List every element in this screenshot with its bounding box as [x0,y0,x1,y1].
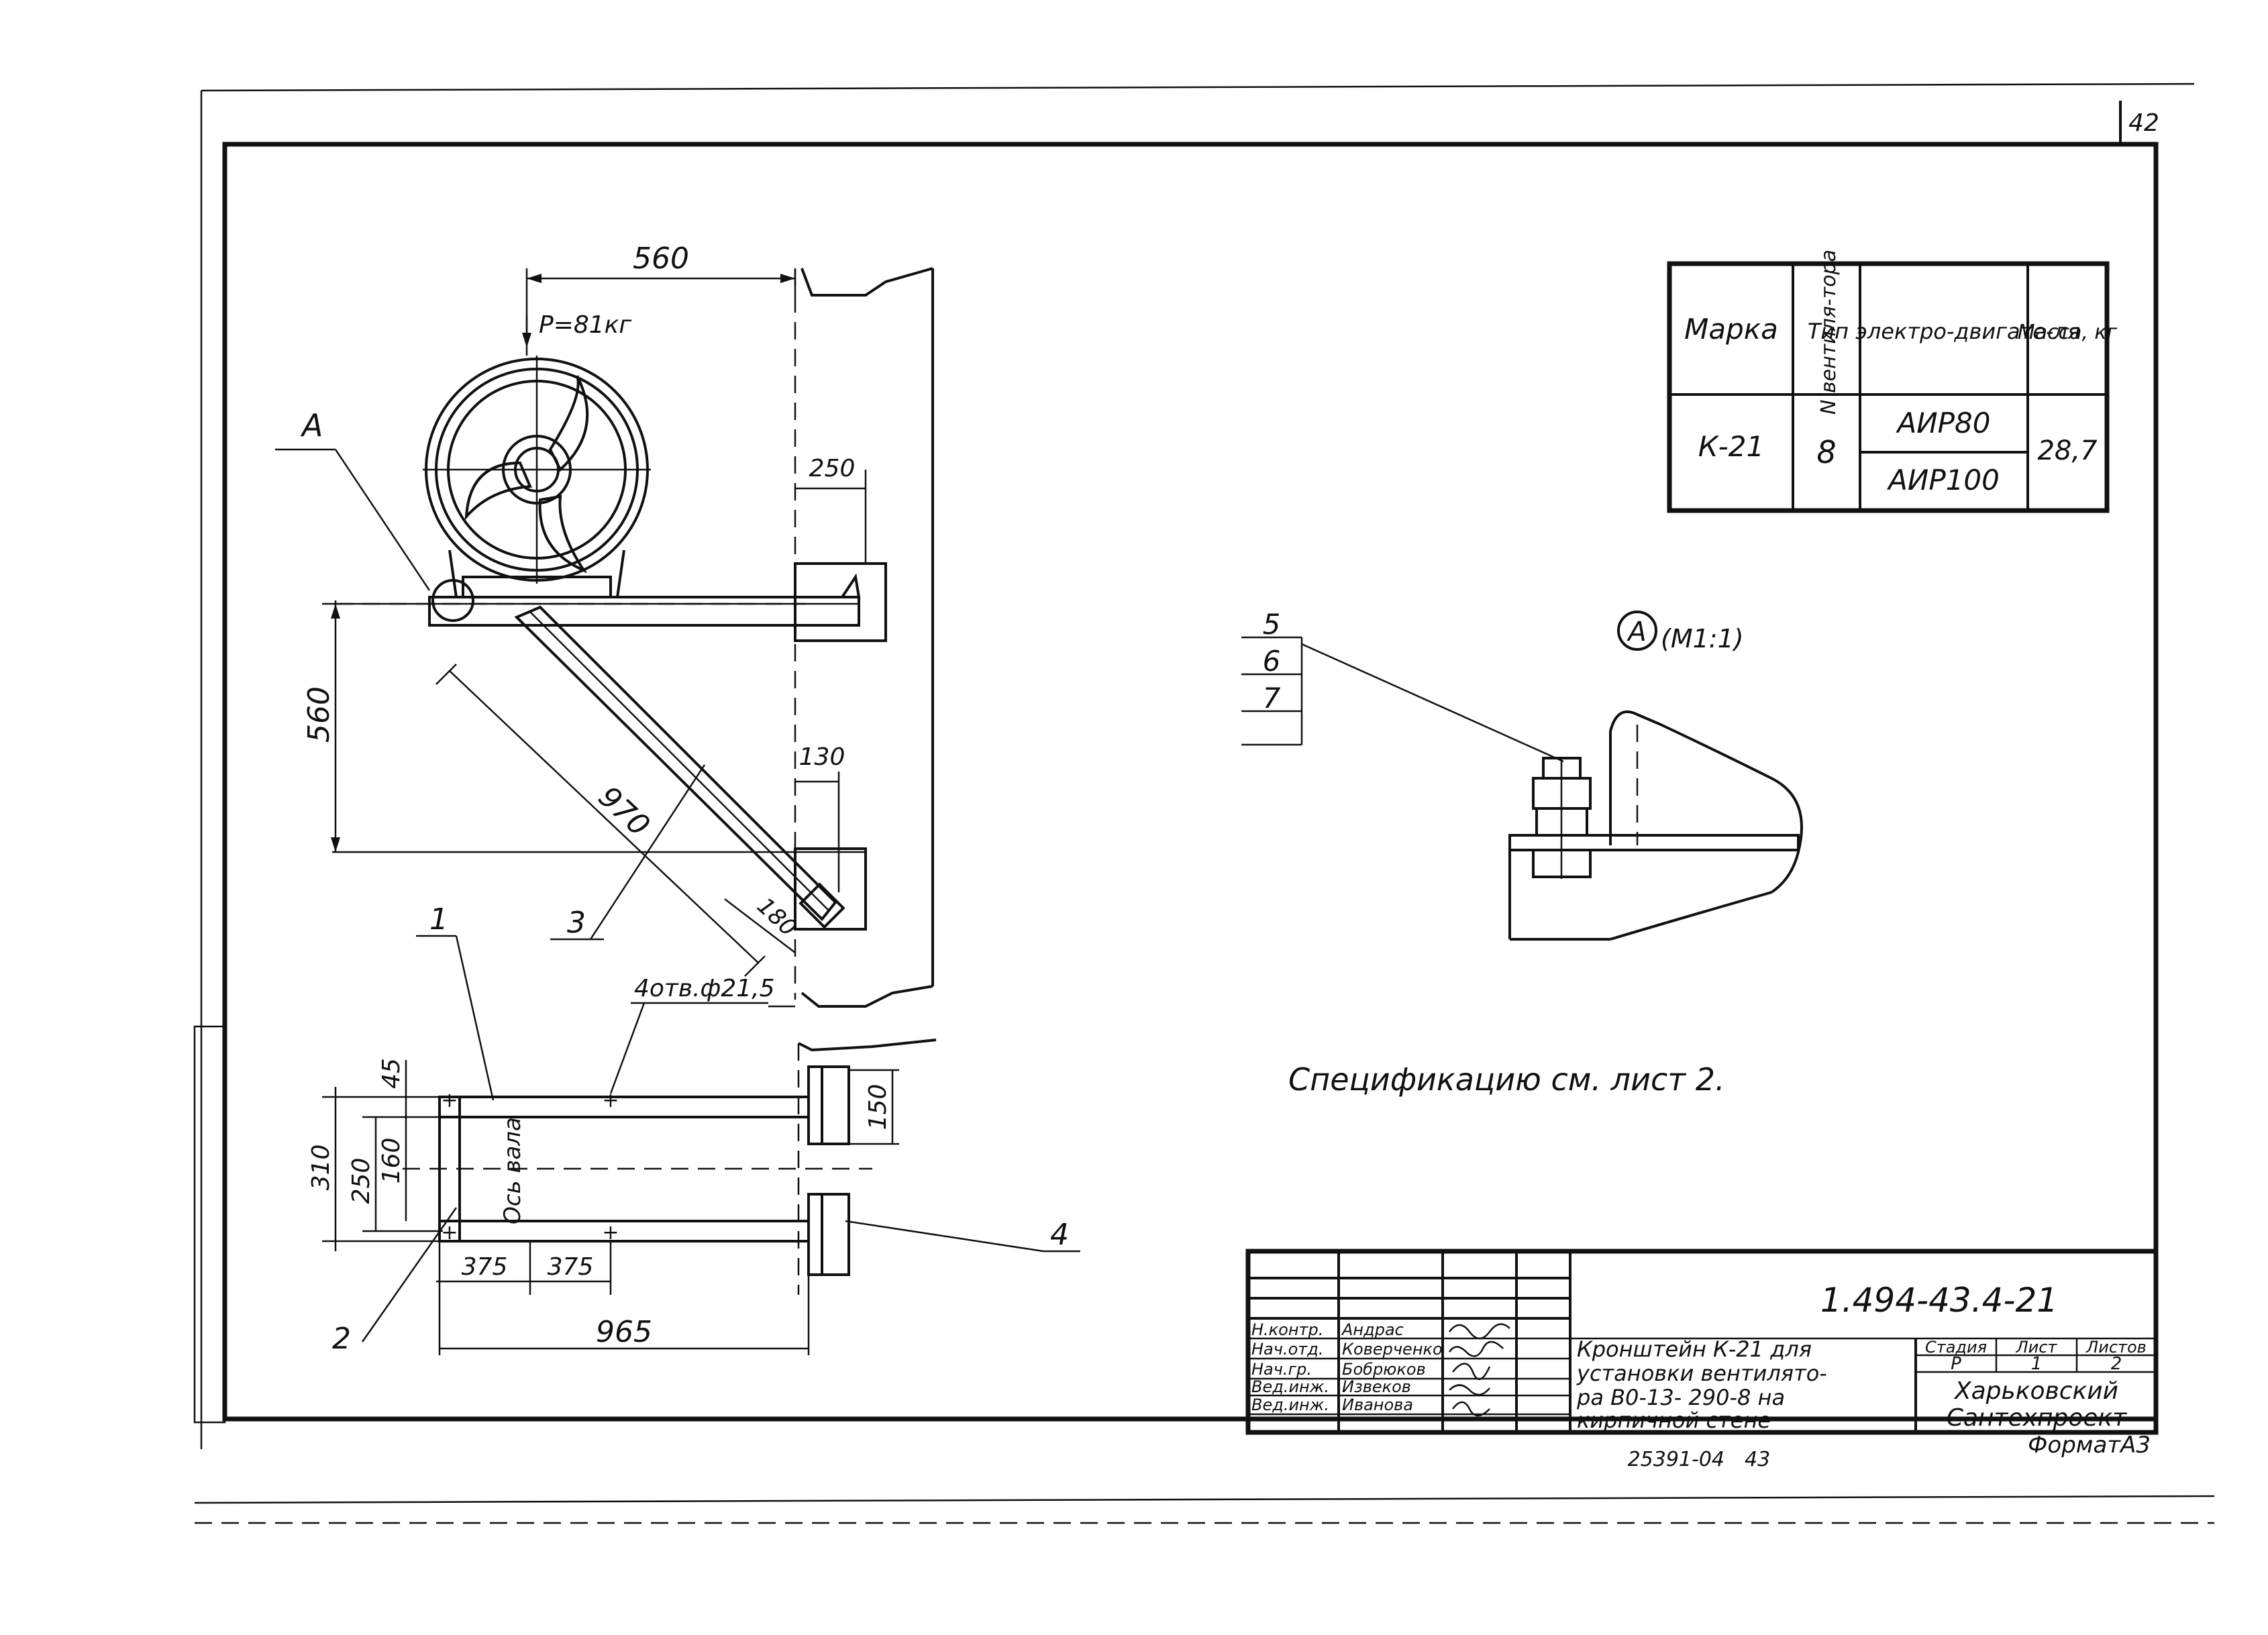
leader-1: 1 [429,902,448,937]
load-label: Р=81кг [539,311,632,339]
sheet-label: Лист [2016,1338,2058,1357]
dim-45: 45 [378,1058,405,1089]
role-4: Вед.инж. [1251,1377,1329,1396]
dim-150: 150 [864,1084,892,1130]
spec-header-fan-no: N вентиля-тора [1817,250,1841,415]
leader-4: 4 [1050,1218,1069,1252]
holes-label: 4отв.ф21,5 [634,975,775,1002]
sheet-frame [193,83,2215,1524]
detail-a-scale: (М1:1) [1661,624,1744,653]
dim-375-a: 375 [462,1253,508,1281]
spec-motor-2: АИР100 [1886,464,2000,496]
label-a: А [300,407,323,443]
spec-mass: 28,7 [2037,435,2098,466]
svg-text:+: + [602,1221,619,1245]
doc-code: 1.494-43.4-21 [1820,1281,2058,1320]
role-5: Вед.инж. [1251,1395,1329,1414]
page-number: 42 [2128,109,2159,137]
spec-motor-1: АИР80 [1896,407,1991,439]
leader-2: 2 [332,1322,351,1356]
sheets-value: 2 [2111,1354,2122,1374]
spec-fan-no: 8 [1816,434,1836,470]
leader-5: 5 [1263,608,1281,641]
dim-310: 310 [307,1145,335,1191]
dim-560-top: 560 [633,242,689,276]
dim-970: 970 [592,780,656,843]
signatures [1448,1323,1510,1417]
org-line-2: Сантехпроект [1947,1404,2127,1432]
detail-a-marker [431,579,474,622]
title-line-4: кирпичной стене [1577,1408,1771,1433]
svg-text:+: + [441,1089,458,1112]
spec-table [1667,261,2110,513]
name-3: Бобрюков [1342,1360,1426,1379]
name-2: Коверченко [1342,1340,1443,1359]
dim-375-b: 375 [548,1253,594,1281]
name-1: Андрас [1341,1320,1404,1339]
dim-250-plan: 250 [348,1158,375,1204]
title-line-1: Кронштейн К-21 для [1577,1336,1812,1362]
leader-3: 3 [567,906,586,940]
inventory-number: 25391-04 [1628,1448,1724,1471]
name-4: Извеков [1342,1377,1411,1396]
spec-header-motor: Тип электро-двигате-ля [1808,319,2080,344]
sheet-value: 1 [2031,1354,2043,1374]
side-view [336,267,934,1008]
stage-value: Р [1951,1354,1961,1374]
role-2: Нач.отд. [1251,1340,1323,1359]
spec-mark: К-21 [1698,430,1764,463]
title-line-2: установки вентилято- [1576,1361,1827,1386]
role-1: Н.контр. [1251,1320,1323,1339]
leader-6: 6 [1263,645,1281,678]
dim-250-side: 250 [809,455,856,482]
format-label: ФорматА3 [2028,1432,2151,1459]
dim-130: 130 [799,743,845,771]
fan [423,356,651,598]
name-5: Иванова [1342,1395,1413,1414]
detail-a-callout: А [1626,617,1646,647]
spec-note: Спецификацию см. лист 2. [1288,1061,1725,1098]
sheets-label: Листов [2085,1338,2147,1357]
side-view-dimensions [275,268,867,1008]
title-block [1245,1249,2159,1435]
leader-7: 7 [1263,682,1281,715]
axis-label: Ось вала [499,1117,526,1224]
role-3: Нач.гр. [1251,1360,1312,1379]
title-line-3: ра В0-13- 290-8 на [1576,1385,1785,1410]
dim-160: 160 [378,1138,405,1184]
org-line-1: Харьковский [1953,1377,2118,1405]
plan-view-dimensions [322,935,1080,1355]
copy-number: 43 [1745,1448,1770,1471]
dim-560-vertical: 560 [302,686,336,743]
detail-a [1241,611,1803,941]
spec-header-mass: Масса, кг [2018,321,2118,344]
dim-965: 965 [596,1315,652,1349]
stage-label: Стадия [1925,1338,1987,1357]
spec-header-mark: Марка [1684,313,1778,346]
